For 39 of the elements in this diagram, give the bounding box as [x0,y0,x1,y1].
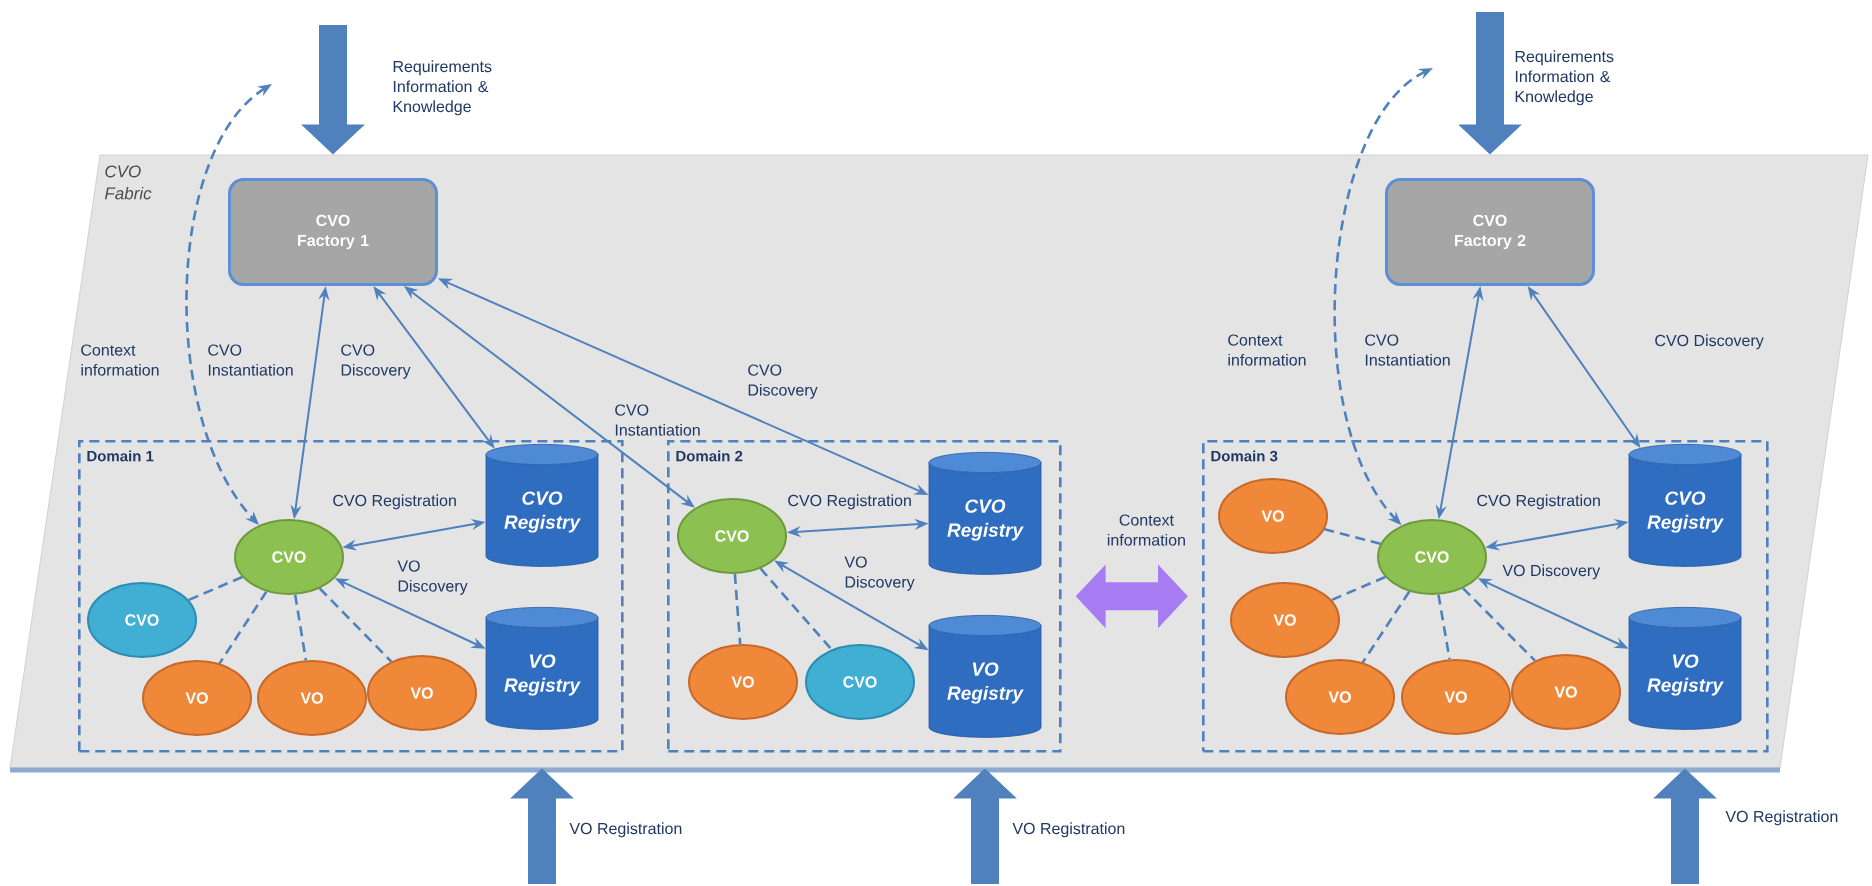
edge-label: CVO Instantiation [208,344,293,376]
dashed-line [293,594,308,661]
dashed-line [1331,575,1386,602]
edge-label: VO Registration [1725,810,1838,826]
edge-label: CVO Discovery [748,364,818,399]
edge-label: VO Discovery [397,560,468,595]
edge-label: CVO Discovery [341,344,411,379]
edge-label: Requirements Information & Knowledge [1515,50,1614,106]
registry-cylinder: VO Registry [485,607,599,730]
dashed-line [318,587,393,663]
edge-label: Context information [1228,334,1306,366]
dashed-line [188,575,243,602]
dashed-line [1462,587,1536,662]
registry-cylinder: CVO Registry [928,452,1042,575]
edge-label: CVO Registration [788,494,911,510]
edge-label: VO Registration [569,822,682,838]
edge-label: Requirements Information & Knowledge [393,60,492,116]
dashed-line [733,573,742,645]
dashed-line [1437,594,1451,660]
edge-label: CVO Instantiation [615,404,700,436]
dashed-line [1324,528,1381,545]
edge-label: CVO Instantiation [1365,334,1450,366]
registry-cylinder: CVO Registry [485,444,599,567]
edge-label: VO Registration [1012,822,1125,838]
edge-label: Context information [81,344,159,376]
dashed-line [1361,590,1411,664]
edge-label: VO Discovery [844,556,915,591]
edge-label: VO Discovery [1502,564,1601,580]
edge-label: Context information [1107,514,1185,546]
factory-box: CVO Factory 2 [1385,178,1595,286]
factory-box: CVO Factory 1 [228,178,438,286]
registry-cylinder: VO Registry [928,615,1042,738]
dashed-line [759,567,833,651]
registry-cylinder: VO Registry [1628,607,1742,730]
dashed-line [218,590,268,665]
edge-label: CVO Discovery [1655,334,1764,350]
registry-cylinder: CVO Registry [1628,444,1742,567]
edge-label: CVO Registration [333,494,456,510]
edge-label: CVO Registration [1477,494,1600,510]
